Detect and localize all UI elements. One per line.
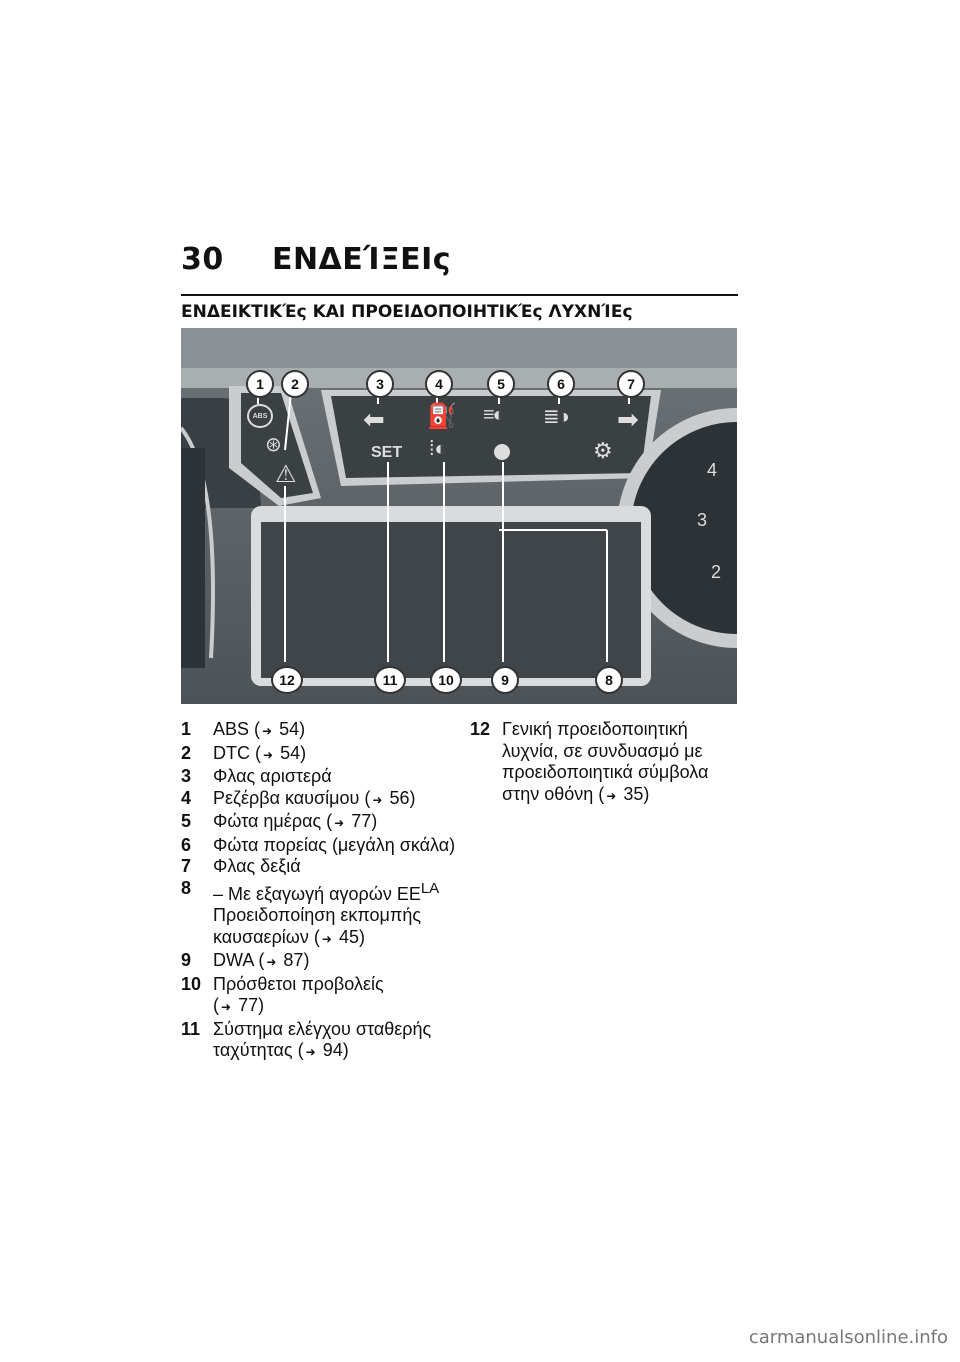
legend-item: 12 Γενική προειδοποιητική λυχνία, σε συν… [470,719,709,804]
abs-icon: ABS [247,404,273,428]
daytime-light-icon: ≡◐ [483,404,505,426]
callout-7: 7 [617,370,645,398]
callout-10: 10 [430,666,462,694]
ref-arrow-icon: ➜ [372,792,383,807]
legend-item: 3 Φλας αριστερά [181,766,332,786]
dashboard-figure: 1 2 3 4 5 6 7 12 11 10 9 8 ABS ⊛ ⚠ ⬅ ⛽ ≡… [179,328,857,704]
gauge-tick-2: 2 [711,562,722,582]
legend-item: 10 Πρόσθετοι προβολείς(➜ 77) [181,973,384,1016]
dwa-dot-icon [494,444,510,460]
warning-triangle-icon: ⚠ [275,461,297,488]
ref-arrow-icon: ➜ [606,788,617,803]
section-title: ΕΝΔΕΙΚΤΙΚΈς ΚΑΙ ΠΡΟΕΙΔΟΠΟΙΗΤΙΚΈς ΛΥΧΝΊΕς [181,294,738,322]
ref-arrow-icon: ➜ [263,747,274,762]
callout-3: 3 [366,370,394,398]
callout-4: 4 [425,370,453,398]
callout-11: 11 [374,666,406,694]
legend-item: 6 Φώτα πορείας (μεγάλη σκάλα) [181,834,456,855]
legend-item: 9 DWA (➜ 87) [181,950,310,970]
ref-arrow-icon: ➜ [305,1045,316,1059]
high-beam-icon: ≣◑ [543,406,570,428]
legend-item: 2 DTC (➜ 54) [181,742,307,763]
engine-icon: ⚙ [593,438,613,463]
ref-arrow-icon: ➜ [262,724,273,738]
legend-left: 1 ABS (➜ 54) 2 DTC (➜ 54) 3 Φλας αριστερ… [181,719,461,1064]
page-number: 30 [181,242,224,277]
legend-item: 11 Σύστημα ελέγχου σταθερής ταχύτητας (➜… [181,1018,432,1061]
legend-item: 5 Φώτα ημέρας (➜ 77) [181,811,378,831]
ref-arrow-icon: ➜ [221,1000,232,1014]
watermark: carmanualsonline.info [748,1327,948,1348]
legend-item: 1 ABS (➜ 54) [181,719,306,739]
callout-5: 5 [487,370,515,398]
callout-12: 12 [271,666,303,694]
callout-6: 6 [547,370,575,398]
ref-arrow-icon: ➜ [334,816,345,830]
gauge-tick-3: 3 [697,510,708,530]
fog-light-icon: ⁞◐ [429,438,447,460]
ref-arrow-icon: ➜ [321,931,332,946]
arrow-left-icon: ⬅ [363,404,385,434]
page-header: 30 ΕΝΔΕΊΞΕΙς [181,242,451,277]
callout-8: 8 [595,666,623,694]
legend-right: 12 Γενική προειδοποιητική λυχνία, σε συν… [470,719,740,807]
chapter-title: ΕΝΔΕΊΞΕΙς [271,242,452,277]
ref-arrow-icon: ➜ [266,955,277,969]
callout-1: 1 [246,370,274,398]
dtc-icon: ⊛ [265,434,282,456]
fuel-pump-icon: ⛽ [427,403,457,430]
callout-9: 9 [491,666,519,694]
callout-2: 2 [281,370,309,398]
legend-item: 4 Ρεζέρβα καυσίμου (➜ 56) [181,787,416,808]
arrow-right-icon: ➡ [617,404,639,434]
gauge-tick-4: 4 [707,460,718,480]
legend-item: 7 Φλας δεξιά [181,856,301,876]
set-icon: SET [371,444,403,461]
